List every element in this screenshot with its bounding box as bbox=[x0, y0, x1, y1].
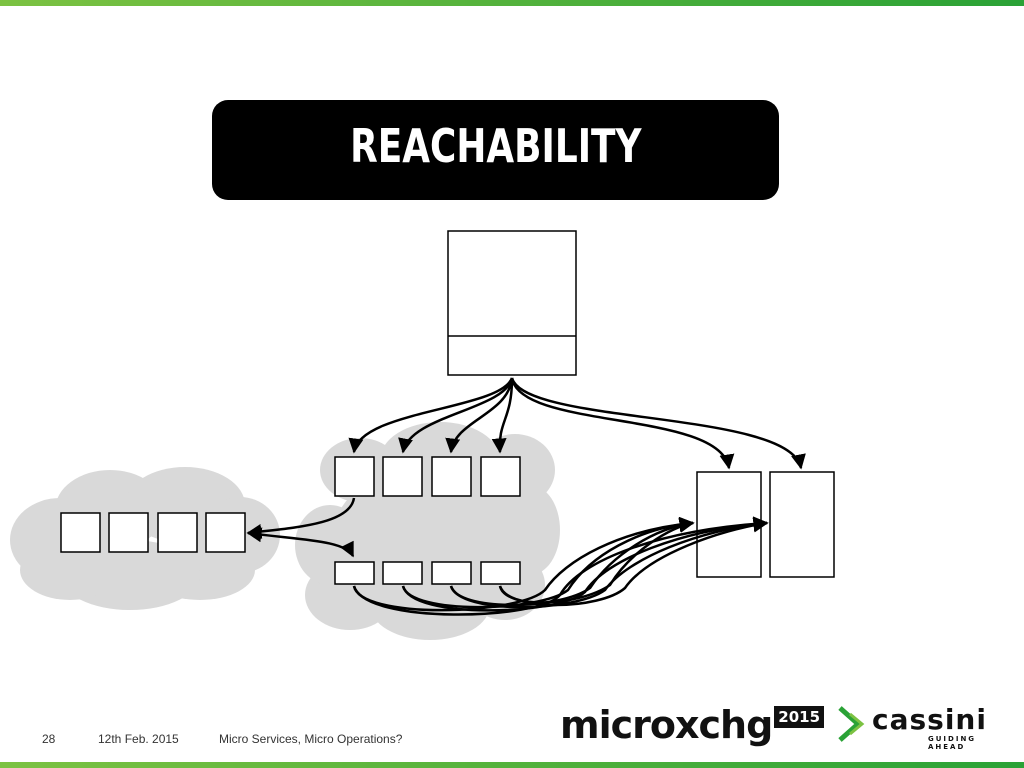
cassini-logo-text: cassini bbox=[872, 703, 987, 736]
middle-lower-box bbox=[334, 561, 375, 585]
middle-upper-box bbox=[480, 456, 521, 497]
cassini-tagline: GUIDING AHEAD bbox=[928, 735, 977, 751]
middle-upper-box bbox=[334, 456, 375, 497]
title-banner: Reachability bbox=[212, 100, 779, 200]
top-accent-bar bbox=[0, 0, 1024, 6]
top-service-arrows bbox=[348, 377, 806, 470]
left-arrows bbox=[246, 497, 356, 558]
microxchg-logo-text: microxchg bbox=[560, 703, 773, 747]
microxchg-logo-year: 2015 bbox=[774, 706, 825, 728]
middle-upper-box bbox=[382, 456, 423, 497]
middle-lower-box bbox=[431, 561, 472, 585]
footer-talk-title: Micro Services, Micro Operations? bbox=[219, 732, 403, 746]
right-boxes bbox=[696, 471, 835, 578]
middle-upper-boxes bbox=[334, 456, 521, 497]
left-box bbox=[108, 512, 149, 553]
bottom-accent-bar bbox=[0, 762, 1024, 768]
left-box bbox=[205, 512, 246, 553]
middle-lower-box bbox=[382, 561, 423, 585]
middle-lower-boxes bbox=[334, 561, 521, 585]
right-box bbox=[769, 471, 835, 578]
slide-title: Reachability bbox=[349, 119, 642, 173]
middle-upper-box bbox=[431, 456, 472, 497]
left-boxes bbox=[60, 512, 246, 553]
cassini-logo: cassini GUIDING AHEAD bbox=[836, 703, 996, 751]
microxchg-logo: microxchg 2015 bbox=[560, 702, 825, 748]
middle-lower-box bbox=[480, 561, 521, 585]
top-service bbox=[447, 230, 577, 376]
footer-date: 12th Feb. 2015 bbox=[98, 732, 179, 746]
page-number: 28 bbox=[42, 732, 56, 746]
left-box bbox=[60, 512, 101, 553]
lower-to-right-arrows bbox=[352, 516, 769, 616]
cassini-chevron-icon bbox=[838, 706, 865, 742]
left-box bbox=[157, 512, 198, 553]
